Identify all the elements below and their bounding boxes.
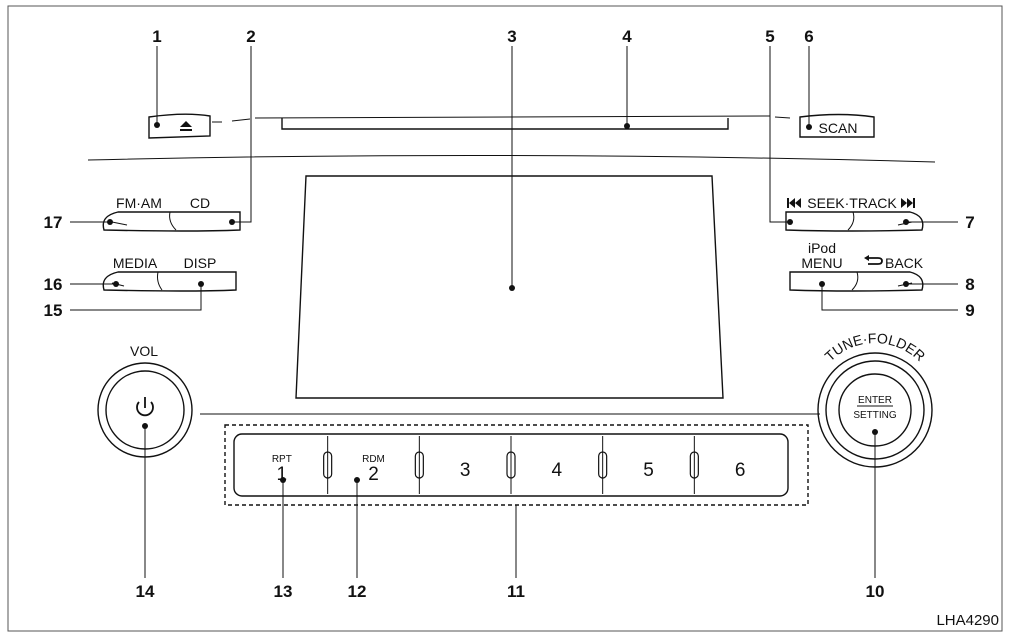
callout-15: 15	[44, 301, 63, 320]
callout-11: 11	[507, 582, 525, 601]
vol-label: VOL	[130, 343, 158, 359]
leader-lines	[70, 46, 958, 578]
seek-track-label: SEEK·TRACK	[807, 195, 897, 211]
leader-5	[769, 46, 790, 223]
preset-bar	[233, 433, 789, 497]
callout-12: 12	[348, 582, 367, 601]
seek-track-divider	[847, 211, 855, 231]
ipod-label: iPod	[808, 240, 836, 256]
preset-number: 3	[460, 460, 471, 481]
callout-6: 6	[804, 27, 813, 46]
callout-10: 10	[866, 582, 885, 601]
power-icon	[136, 397, 154, 417]
skip-back-icon	[787, 198, 801, 208]
callout-14: 14	[136, 582, 155, 601]
figure-code: LHA4290	[936, 612, 999, 629]
seek-track-rocker	[785, 211, 924, 232]
fm-am-cd-divider	[169, 211, 177, 231]
back-label: BACK	[885, 255, 924, 271]
disp-label: DISP	[184, 255, 217, 271]
callout-5: 5	[765, 27, 774, 46]
leader-15	[70, 284, 202, 311]
preset-number: 5	[643, 460, 654, 481]
enter-label: ENTER	[858, 395, 892, 406]
media-disp-divider	[157, 271, 163, 291]
callout-9: 9	[965, 301, 974, 320]
back-button[interactable]	[856, 273, 922, 290]
back-arrow-icon	[864, 255, 883, 265]
slot-dash-right	[774, 116, 791, 119]
callout-2: 2	[246, 27, 255, 46]
callout-1: 1	[152, 27, 161, 46]
cd-label: CD	[190, 195, 210, 211]
menu-label: MENU	[801, 255, 842, 271]
callout-16: 16	[44, 275, 63, 294]
preset-number: 6	[735, 460, 746, 481]
disp-button[interactable]	[162, 273, 236, 290]
callout-13: 13	[274, 582, 293, 601]
media-disp-rocker	[102, 271, 237, 292]
seek-back-button[interactable]	[786, 213, 850, 230]
scan-label: SCAN	[819, 120, 858, 136]
media-button[interactable]	[106, 273, 158, 290]
preset-number: 2	[368, 464, 379, 485]
eject-button[interactable]	[148, 113, 211, 139]
menu-back-divider	[851, 271, 859, 291]
slot-dash-left	[212, 118, 251, 123]
fm-am-label: FM·AM	[116, 195, 162, 211]
menu-back-rocker	[789, 271, 924, 292]
fm-am-button[interactable]	[106, 213, 172, 230]
panel-top-edge	[87, 154, 936, 163]
fm-am-cd-rocker	[102, 211, 241, 232]
leader-dots	[107, 122, 909, 483]
preset-number: 1	[277, 464, 288, 485]
preset-sublabel: RPT	[272, 454, 292, 465]
leader-2	[232, 46, 252, 223]
preset-sublabel: RDM	[362, 454, 385, 465]
fm-am-tick	[111, 221, 128, 226]
preset-number: 4	[552, 460, 563, 481]
figure-frame	[7, 5, 1003, 632]
skip-forward-icon	[901, 198, 915, 208]
tune-folder-label: TUNE·FOLDER	[821, 330, 928, 364]
cd-slot[interactable]	[281, 118, 729, 130]
scan-button[interactable]	[799, 113, 875, 138]
callout-7: 7	[965, 213, 974, 232]
leader-9	[821, 284, 958, 311]
callout-3: 3	[507, 27, 516, 46]
eject-icon	[180, 121, 192, 131]
callout-17: 17	[44, 213, 63, 232]
media-label: MEDIA	[113, 255, 158, 271]
callout-8: 8	[965, 275, 974, 294]
setting-label: SETTING	[853, 410, 897, 421]
display-screen	[295, 175, 724, 399]
callout-4: 4	[622, 27, 632, 46]
